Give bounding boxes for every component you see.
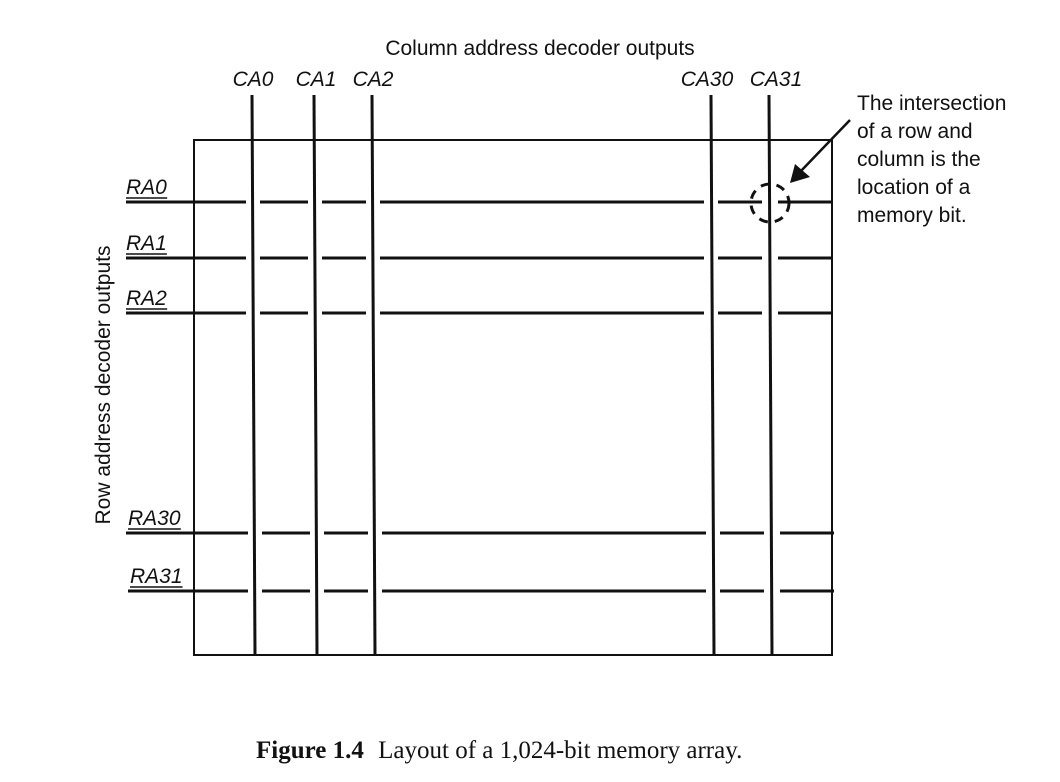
column-label-ca0: CA0 <box>233 68 274 91</box>
caption-number: Figure 1.4 <box>256 737 364 764</box>
row-heading: Row address decoder outputs <box>92 246 115 525</box>
column-heading: Column address decoder outputs <box>385 37 694 60</box>
row-label-ra0: RA0 <box>126 176 167 199</box>
annotation-line-1: The intersection <box>857 92 1006 115</box>
row-label-ra2: RA2 <box>126 287 167 310</box>
array-border <box>193 139 833 656</box>
column-label-ca30: CA30 <box>681 68 734 91</box>
annotation-line-3: column is the <box>857 148 981 171</box>
column-lines <box>250 94 774 656</box>
column-label-ca31: CA31 <box>750 68 803 91</box>
column-label-ca2: CA2 <box>353 68 394 91</box>
row-label-ra1: RA1 <box>126 232 167 255</box>
column-line-ca2 <box>370 94 377 656</box>
row-label-ra31: RA31 <box>130 565 183 588</box>
row-labels: RA0 RA1 RA2 RA30 RA31 <box>126 176 183 588</box>
column-labels: CA0 CA1 CA2 CA30 CA31 <box>233 68 803 91</box>
annotation-arrow <box>790 119 851 183</box>
column-label-ca1: CA1 <box>296 68 337 91</box>
annotation-line-4: location of a <box>857 176 971 199</box>
caption-text: Layout of a 1,024-bit memory array. <box>378 737 742 764</box>
row-label-ra30: RA30 <box>128 507 181 530</box>
annotation-text: The intersection of a row and column is … <box>857 92 1006 227</box>
column-line-ca1 <box>312 94 319 656</box>
column-line-ca31 <box>767 94 774 656</box>
annotation-line-2: of a row and <box>857 120 973 143</box>
figure-caption: Figure 1.4 Layout of a 1,024-bit memory … <box>256 737 742 764</box>
column-line-ca0 <box>250 94 257 656</box>
column-line-ca30 <box>709 94 716 656</box>
row-lines <box>126 200 834 593</box>
annotation-line-5: memory bit. <box>857 204 967 227</box>
memory-bit-highlight-circle <box>749 182 791 224</box>
